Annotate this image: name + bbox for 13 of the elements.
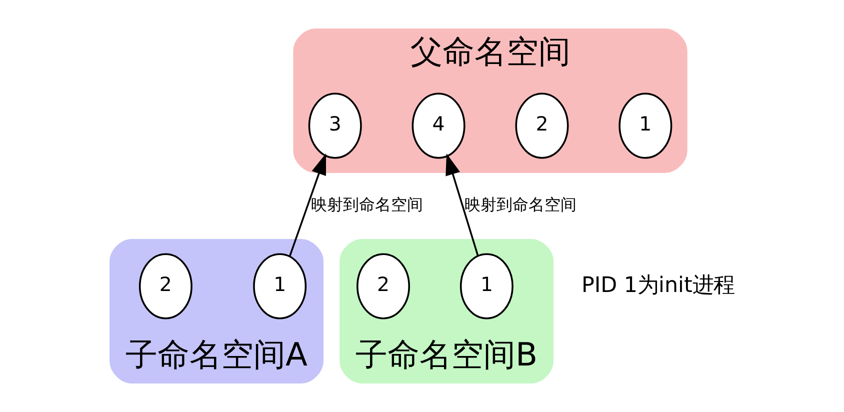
edge-label: 映射到命名空间	[310, 194, 423, 214]
node-ellipse: 2	[514, 92, 568, 159]
node-ellipse: 1	[459, 253, 513, 320]
node-ellipse: 3	[308, 92, 362, 159]
node-ellipse: 2	[138, 253, 192, 320]
node-ellipse: 4	[411, 92, 465, 159]
edge-label: 映射到命名空间	[464, 194, 576, 214]
arrow	[445, 154, 478, 256]
label: PID 1为init进程	[580, 272, 734, 298]
arrow	[288, 153, 326, 257]
node-ellipse: 1	[618, 92, 672, 159]
node-ellipse: 2	[356, 253, 410, 320]
node-ellipse: 1	[252, 253, 306, 320]
